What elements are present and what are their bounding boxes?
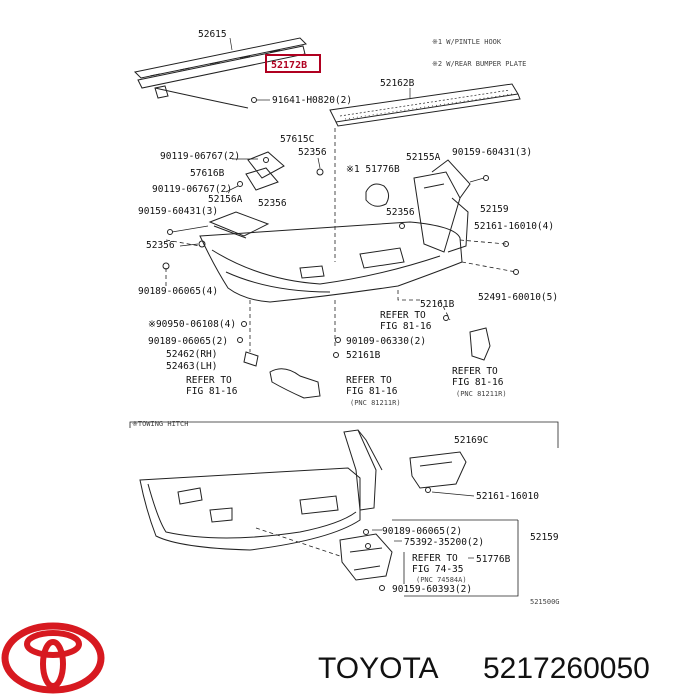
refer-part-left-shape — [269, 368, 321, 399]
label-90109: 90109-06330(2) — [346, 336, 426, 347]
clips-52356-shape — [179, 157, 324, 248]
label-52161-16010b: 52161-16010 — [476, 491, 539, 502]
hitch-cover-52169C-shape — [409, 451, 467, 489]
label-90189-a: 90189-06065(4) — [138, 286, 218, 297]
clip-52491-icon — [513, 269, 519, 275]
label-52161-16010: 52161-16010(4) — [474, 221, 554, 232]
label-refer-4c: (PNC 81211R) — [456, 390, 507, 398]
clip-90189-a-icon — [162, 262, 170, 270]
label-refer-1a: REFER TO — [186, 375, 232, 386]
rear-bumper-cover-lower-shape — [139, 429, 383, 551]
guide-lines-bottom — [255, 519, 519, 597]
label-refer-5a: REFER TO — [412, 553, 458, 564]
reflector-52462-shape — [243, 351, 259, 367]
bolt-90159-b-icon — [483, 175, 489, 181]
screw-90109-icon — [335, 337, 341, 343]
label-57616B: 57616B — [190, 168, 225, 179]
label-52156A: 52156A — [208, 194, 243, 205]
label-refer-2a: REFER TO — [380, 310, 426, 321]
label-52356-d: 52356 — [386, 207, 415, 218]
label-refer-3a: REFER TO — [346, 375, 392, 386]
label-90159-a: 90159-60431(3) — [138, 206, 218, 217]
label-52463: 52463(LH) — [166, 361, 217, 372]
label-refer-5c: (PNC 74584A) — [416, 576, 467, 584]
label-52159-top: 52159 — [480, 204, 509, 215]
label-90159-c: 90159-60393(2) — [392, 584, 472, 595]
label-52462: 52462(RH) — [166, 349, 217, 360]
screw-90189-b-icon — [237, 337, 243, 343]
lower-strip-shape — [154, 87, 249, 109]
label-refer-1b: FIG 81-16 — [186, 386, 238, 397]
label-52356-c: 52356 — [146, 240, 175, 251]
label-90119-b: 90119-06767(2) — [152, 184, 232, 195]
bracket-57616B-shape — [225, 151, 285, 193]
label-90119-a: 90119-06767(2) — [160, 151, 240, 162]
label-refer-4b: FIG 81-16 — [452, 377, 504, 388]
label-90189-c: 90189-06065(2) — [382, 526, 462, 537]
note-pintle-hook: ※1 W/PINTLE HOOK — [432, 38, 502, 46]
step-plate-52162B-shape — [329, 83, 521, 127]
label-52155A: 52155A — [406, 152, 441, 163]
hook-51776B-shape — [365, 183, 390, 207]
drawing-code: 521500G — [530, 598, 560, 606]
label-towing-hitch: ※TOWING HITCH — [132, 420, 188, 428]
label-57615C: 57615C — [280, 134, 314, 145]
label-refer-2b: FIG 81-16 — [380, 321, 432, 332]
clip-52161-16010b-icon — [425, 487, 431, 493]
refer-part-right-shape — [469, 327, 491, 361]
guide-lines-top — [165, 128, 517, 352]
highlight-box-52172B — [265, 54, 321, 73]
rear-bumper-cover-upper-shape — [199, 221, 463, 303]
label-90159-b: 90159-60431(3) — [452, 147, 532, 158]
label-52356-a: 52356 — [298, 147, 327, 158]
screw-90950-icon — [241, 321, 247, 327]
label-91641: 91641-H0820(2) — [272, 95, 352, 106]
label-52356-b: 52356 — [258, 198, 287, 209]
label-52159-bot: 52159 — [530, 532, 559, 543]
label-90950: ※90950-06108(4) — [148, 319, 236, 330]
bracket-52155A-shape — [413, 159, 471, 253]
note-rear-bumper-plate: ※2 W/REAR BUMPER PLATE — [432, 60, 526, 68]
label-52162B: 52162B — [380, 78, 415, 89]
clip-52356-d-icon — [399, 223, 405, 229]
label-51776B-bot: 51776B — [476, 554, 511, 565]
label-52161B-a: 52161B — [420, 299, 455, 310]
hitch-bracket-52159-shape — [339, 529, 393, 591]
label-refer-4a: REFER TO — [452, 366, 498, 377]
brand-name: TOYOTA — [318, 652, 439, 685]
label-52169C: 52169C — [454, 435, 488, 446]
label-refer-5b: FIG 74-35 — [412, 564, 463, 575]
label-52172B: 52172B — [271, 60, 307, 71]
part-number: 5217260050 — [483, 652, 650, 685]
towing-section-frame — [129, 421, 559, 448]
label-52615: 52615 — [198, 29, 227, 40]
clip-52161B-icon — [333, 352, 339, 358]
bracket-52156A-shape — [167, 211, 270, 239]
retainer-52615-shape — [133, 37, 308, 99]
label-52161B-b: 52161B — [346, 350, 381, 361]
label-refer-3c: (PNC 81211R) — [350, 399, 401, 407]
label-52491: 52491-60010(5) — [478, 292, 558, 303]
label-75392: 75392-35200(2) — [404, 537, 484, 548]
toyota-logo — [1, 622, 105, 694]
clip-52161B-a-icon — [443, 315, 449, 321]
label-51776B-top: ※1 51776B — [346, 164, 400, 175]
bolt-91641-icon — [251, 97, 257, 103]
label-90189-b: 90189-06065(2) — [148, 336, 228, 347]
label-refer-3b: FIG 81-16 — [346, 386, 398, 397]
